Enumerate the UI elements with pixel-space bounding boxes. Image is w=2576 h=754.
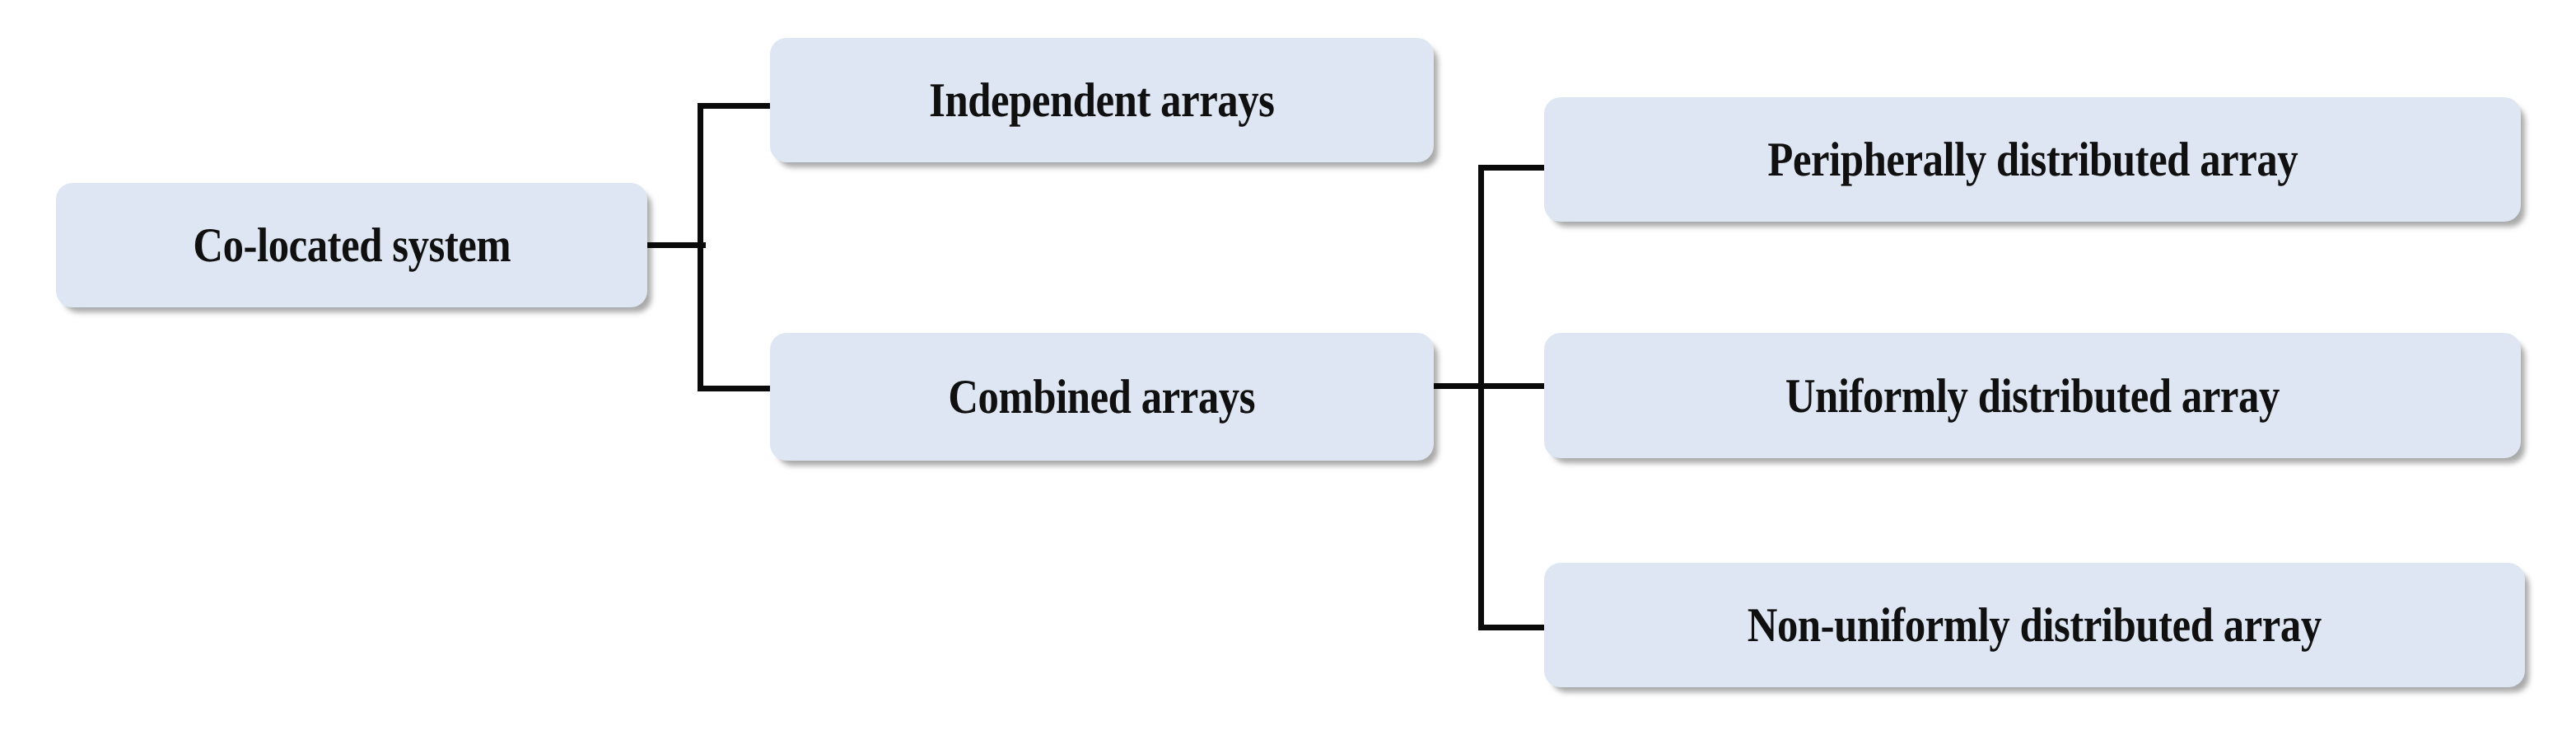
node-label-co-located-system: Co-located system [193, 218, 511, 272]
node-independent-arrays[interactable]: Independent arrays [770, 38, 1434, 162]
node-label-peripherally-distributed-array: Peripherally distributed array [1767, 132, 2298, 186]
node-label-non-uniformly-distributed-array: Non-uniformly distributed array [1747, 597, 2322, 652]
node-label-independent-arrays: Independent arrays [929, 73, 1275, 127]
node-combined-arrays[interactable]: Combined arrays [770, 333, 1434, 461]
edge-root-to-bus [646, 242, 706, 248]
node-co-located-system[interactable]: Co-located system [56, 183, 647, 307]
edge-bus-level3 [1478, 165, 1484, 630]
edge-bus-to-peripherally-distributed-array [1478, 165, 1549, 171]
edge-bus-to-uniformly-distributed-array [1478, 383, 1549, 389]
edge-combined-arrays-to-bus [1428, 383, 1486, 389]
edge-bus-to-independent-arrays [698, 103, 773, 109]
edge-bus-to-non-uniformly-distributed-array [1478, 625, 1549, 630]
node-peripherally-distributed-array[interactable]: Peripherally distributed array [1544, 97, 2521, 222]
node-uniformly-distributed-array[interactable]: Uniformly distributed array [1544, 333, 2521, 458]
node-label-uniformly-distributed-array: Uniformly distributed array [1785, 368, 2280, 423]
edge-bus-to-combined-arrays [698, 386, 773, 391]
edge-bus-level2 [698, 103, 703, 391]
node-label-combined-arrays: Combined arrays [948, 369, 1256, 424]
node-non-uniformly-distributed-array[interactable]: Non-uniformly distributed array [1544, 563, 2525, 687]
